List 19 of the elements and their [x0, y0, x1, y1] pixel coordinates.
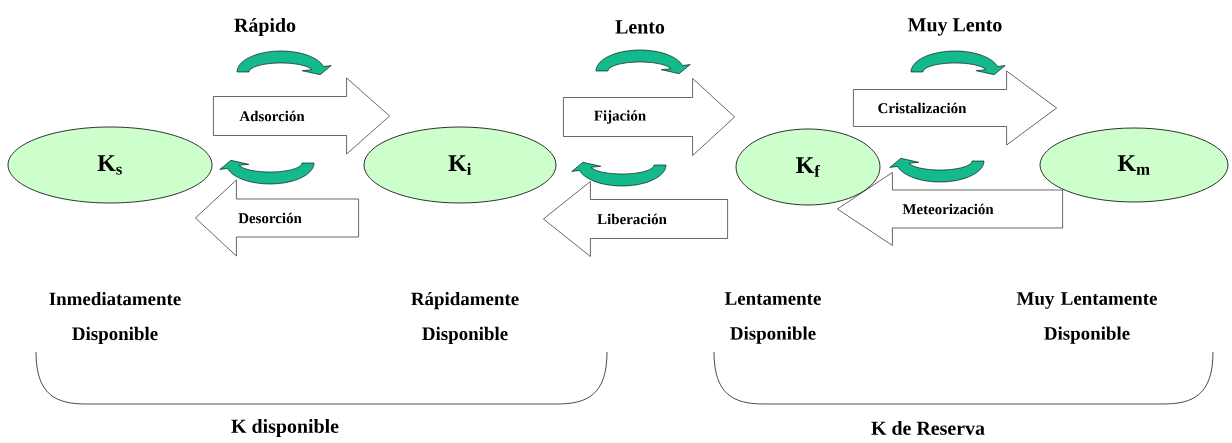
label: Lento [615, 20, 665, 34]
label: K disponible [231, 418, 339, 437]
ellipse-node: K$_{i}$ [363, 126, 557, 204]
ellipse-node: K$_{f}$ [735, 128, 881, 206]
label: Rápido [234, 17, 296, 37]
edge-label: Meteorización [902, 203, 994, 215]
label: Inmediatamente Disponible [49, 292, 181, 344]
edge-label: Adsorción [239, 110, 305, 122]
label: Muy Lento [908, 18, 1002, 36]
ellipse-node: K$_{s}$ [7, 126, 213, 204]
label: Muy Lentamente Disponible [1016, 292, 1157, 344]
edge-label: Cristalización [878, 102, 967, 114]
ellipse-node: K$_{m}$ [1039, 127, 1229, 203]
label: Lentamente Disponible [724, 292, 821, 344]
label: Rápidamente Disponible [411, 292, 519, 344]
edge-label: Liberación [597, 213, 667, 225]
edge-label: Fijación [594, 110, 646, 124]
label: K de Reserva [871, 421, 985, 435]
edge-label: Desorción [238, 212, 302, 224]
